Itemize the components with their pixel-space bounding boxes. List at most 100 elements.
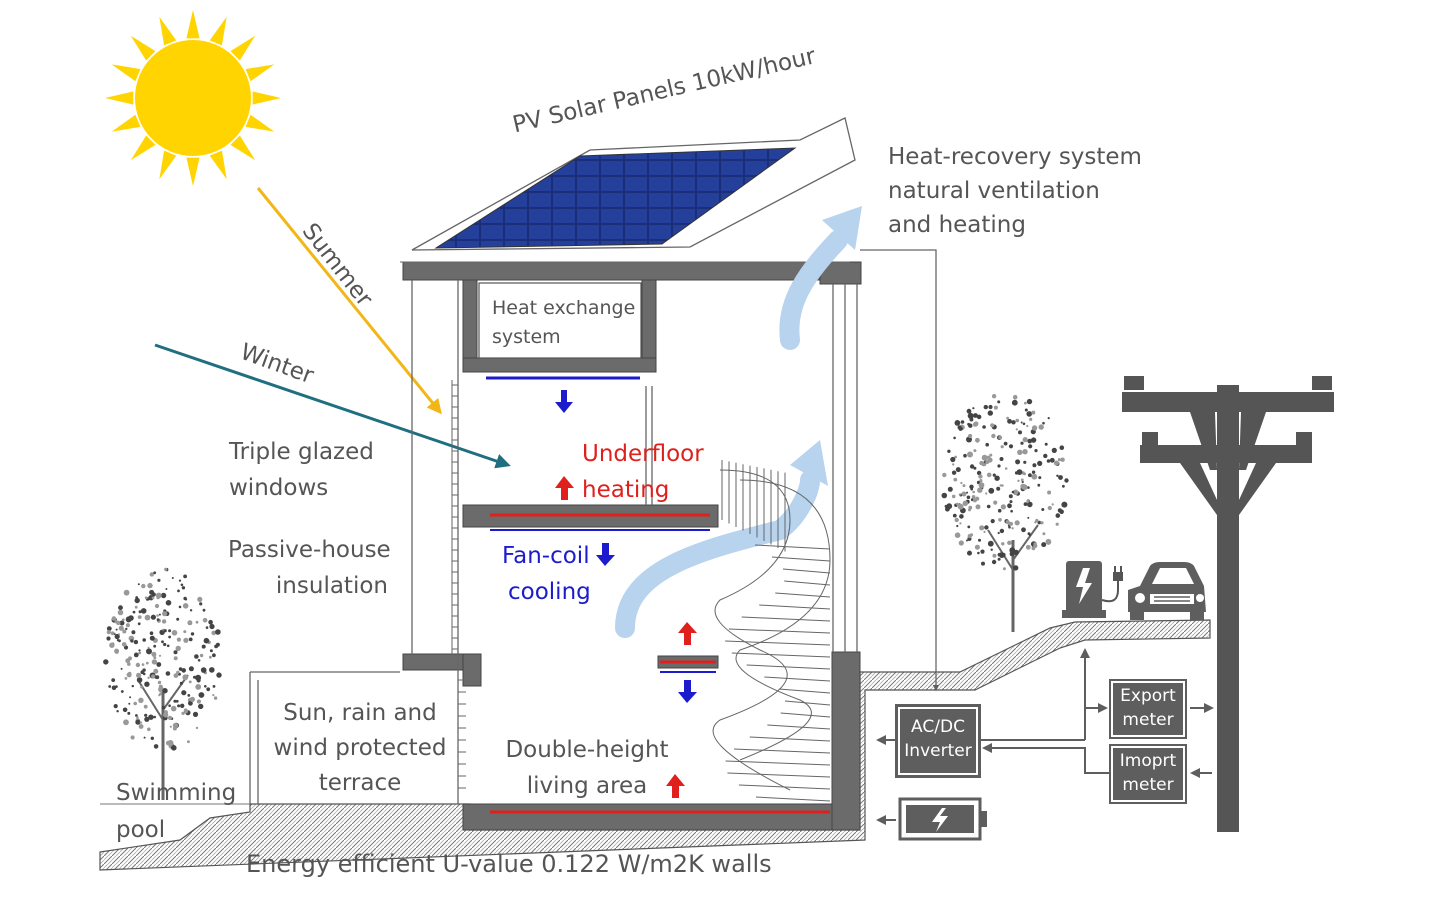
tree-leaf (189, 609, 193, 612)
tree-leaf (953, 477, 958, 482)
tree-leaf (125, 623, 130, 628)
inverter-line-2: Inverter (904, 740, 972, 761)
power-pole-icon (1122, 376, 1334, 832)
tree-leaf (138, 651, 142, 655)
tree-leaf (1025, 544, 1031, 550)
tree-leaf (998, 518, 1002, 522)
tree-leaf (1012, 394, 1018, 400)
tree-branch (987, 529, 1014, 571)
stair-step (727, 772, 831, 778)
tree-leaf (182, 603, 189, 609)
tree-leaf (994, 475, 1000, 481)
tree-leaf (155, 592, 162, 599)
tree-leaf (177, 589, 180, 593)
tree-leaf (990, 423, 995, 428)
tree-leaf (183, 708, 188, 713)
sun-ray (245, 64, 275, 82)
tree-leaf (118, 633, 120, 636)
export-line-1: Export (1120, 686, 1176, 706)
stair-step (778, 688, 831, 694)
tree-leaf (1008, 444, 1014, 449)
tree-leaf (168, 704, 171, 707)
tree-leaf (173, 656, 178, 661)
tree-leaf (171, 577, 174, 579)
tree-leaf (160, 592, 167, 599)
tree-leaf (1037, 483, 1041, 487)
underfloor-line-2: heating (582, 477, 670, 503)
tree-leaf (1002, 567, 1006, 571)
tree-leaf (1055, 513, 1061, 518)
sun-ray (230, 135, 256, 161)
tree-leaf (982, 425, 986, 429)
import-line-1: Imoprt (1119, 751, 1177, 771)
tree-leaf (136, 677, 143, 683)
fan-coil-line-1: Fan-coil (502, 543, 590, 569)
tree-leaf (1004, 467, 1008, 470)
tree-leaf (209, 655, 212, 659)
import-line-2: meter (1122, 774, 1174, 795)
tree-leaf (128, 702, 131, 705)
tree-leaf (1034, 521, 1037, 524)
inverter-line-1: AC/DC (911, 717, 965, 737)
tree-leaf (142, 668, 146, 672)
tree-leaf (1037, 460, 1043, 466)
tree-leaf (1027, 438, 1032, 444)
tree-leaf (966, 495, 971, 500)
tree-leaf (147, 676, 150, 679)
tree-leaf (130, 639, 134, 643)
tree-leaf (153, 571, 157, 575)
winter-ray (154, 343, 511, 469)
tree-leaf (153, 715, 156, 719)
tree-leaf (1027, 516, 1030, 519)
tree-leaf (1044, 442, 1048, 446)
tree-leaf (215, 629, 221, 635)
terrace-label: Sun, rain and wind protected terrace (262, 696, 458, 801)
tree-icon (941, 394, 1069, 632)
tree-leaf (1022, 449, 1028, 455)
tree-leaf (114, 633, 120, 640)
tree-leaf (164, 567, 168, 571)
stair-step (725, 760, 831, 766)
tree-leaf (1060, 457, 1065, 462)
tree-leaf (988, 404, 993, 410)
tree-leaf (1000, 504, 1007, 510)
tree-leaf (991, 394, 997, 399)
tree-leaf (153, 644, 157, 648)
sun-ray (230, 35, 256, 61)
tree-leaf (997, 464, 1001, 468)
tree-leaf (149, 635, 155, 641)
tree-leaf (986, 504, 991, 509)
tree-leaf (209, 649, 213, 653)
stair-step (764, 676, 831, 682)
tree-leaf (997, 557, 1001, 561)
tree-leaf (177, 704, 181, 708)
tree-leaf (941, 492, 948, 499)
tree-leaf (147, 727, 151, 732)
spiral-staircase (712, 460, 831, 802)
tree-leaf (202, 608, 206, 612)
tree-leaf (974, 544, 980, 550)
tree-leaf (1043, 453, 1048, 459)
tree-leaf (144, 596, 148, 600)
tree-leaf (140, 685, 143, 689)
underfloor-line-1: Underfloor (582, 441, 704, 467)
stair-rail-outer (735, 479, 831, 761)
tree-leaf (1058, 475, 1063, 480)
tree-leaf (978, 474, 983, 479)
tree-leaf (166, 644, 170, 648)
airflow-arrowhead-top (822, 206, 862, 250)
tree-leaf (990, 519, 995, 524)
stair-step (755, 796, 831, 802)
tree-leaf (188, 700, 193, 706)
stair-step (767, 724, 831, 730)
tree-leaf (1026, 424, 1029, 428)
tree-leaf (206, 687, 211, 692)
tree-leaf (173, 699, 177, 703)
tree-leaf (173, 673, 179, 678)
tree-leaf (162, 688, 168, 694)
tree-leaf (968, 423, 973, 428)
tree-leaf (1047, 417, 1050, 420)
battery-icon (898, 797, 987, 841)
tree-leaf (212, 653, 216, 658)
heat-exchange-line-1: Heat exchange (492, 297, 636, 319)
